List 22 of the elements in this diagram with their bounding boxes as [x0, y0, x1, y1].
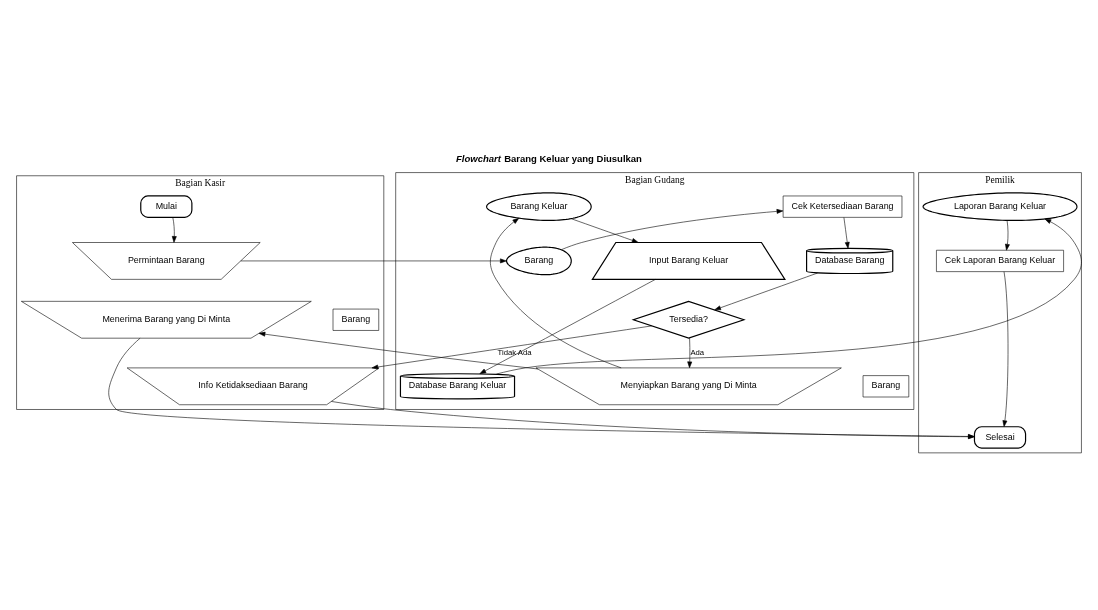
diagram-title: Flowchart Barang Keluar yang Diusulkan [456, 152, 642, 164]
arrow [240, 258, 507, 264]
arrow [371, 325, 652, 370]
arrow [496, 218, 1082, 375]
arrow [714, 272, 818, 311]
arrow [490, 218, 622, 369]
arrow [843, 217, 850, 249]
node-box: Cek Laporan Barang Keluar [936, 249, 1064, 272]
arrow [687, 337, 693, 369]
arrow [479, 279, 656, 374]
arrow [171, 217, 177, 243]
node-diamond: Tersedia? [631, 300, 746, 339]
node-box: Barang [332, 308, 380, 331]
node-box: Cek Ketersediaan Barang [782, 195, 903, 218]
arrow [258, 331, 539, 370]
node-box: Selesai [973, 426, 1027, 449]
arrow [570, 218, 639, 243]
arrow [561, 209, 784, 250]
arrow [1005, 220, 1010, 251]
node-box: Barang [862, 375, 910, 398]
arrow [1002, 271, 1009, 427]
node-box: Mulai [140, 195, 193, 218]
